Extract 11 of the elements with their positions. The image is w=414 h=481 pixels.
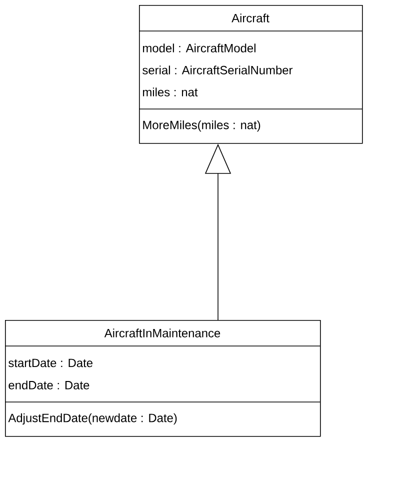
class-box <box>4 320 321 437</box>
attribute-text: model : AircraftModel <box>143 44 256 52</box>
class-name: Aircraft <box>232 14 270 22</box>
attribute-text: startDate : Date <box>8 358 92 368</box>
operation-text: AdjustEndDate(newdate : Date) <box>8 413 177 425</box>
attribute-text: miles : nat <box>143 88 198 96</box>
attribute-text: endDate : Date <box>8 380 90 390</box>
class-name: AircraftInMaintenance <box>104 328 220 338</box>
operation-text: MoreMiles(miles : nat) <box>143 120 260 132</box>
attribute-text: serial : AircraftSerialNumber <box>142 66 293 74</box>
class-box <box>138 5 363 144</box>
